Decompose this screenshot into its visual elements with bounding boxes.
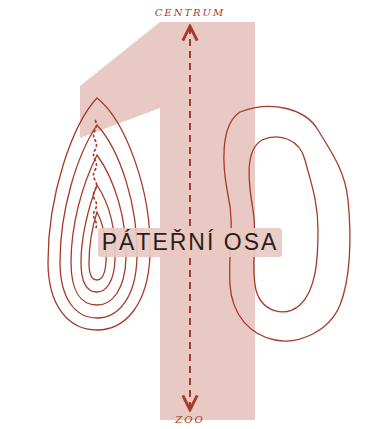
blob-outline	[224, 106, 350, 341]
axis-arrow	[189, 258, 191, 408]
ridge-line	[94, 120, 97, 230]
bottom-label: ZOO	[175, 414, 204, 425]
numeral-one	[80, 22, 255, 420]
axis-title: PÁTEŘNÍ OSA	[98, 228, 283, 257]
contour-lines	[48, 98, 150, 330]
top-label: CENTRUM	[155, 7, 226, 18]
axis-arrow	[189, 28, 191, 226]
